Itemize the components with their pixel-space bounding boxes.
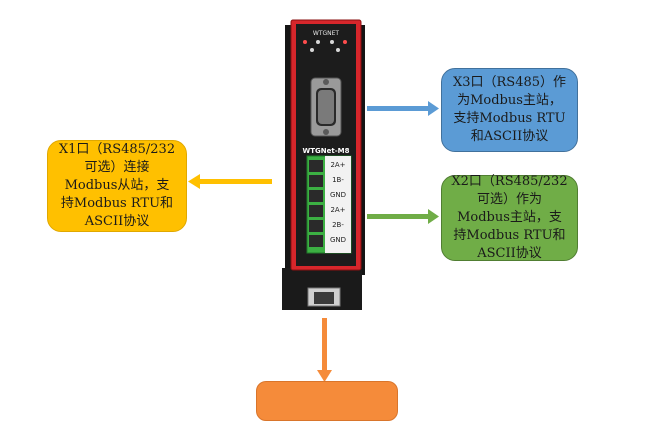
ethernet-port-icon bbox=[307, 287, 341, 307]
callout-x3: X3口（RS485）作 为Modbus主站， 支持Modbus RTU 和ASC… bbox=[441, 68, 578, 152]
arrow-to-x2 bbox=[367, 209, 439, 224]
gateway-device: WTGNET WTGNet-M8 2A+ 1B- GND 2A+ 2B bbox=[282, 19, 365, 310]
terminal-label: 2B- bbox=[332, 221, 344, 229]
terminal-label: GND bbox=[330, 191, 346, 199]
device-model-label: WTGNet-M8 bbox=[303, 147, 350, 155]
terminal-label: GND bbox=[330, 236, 346, 244]
arrow-to-x3 bbox=[367, 101, 439, 116]
arrow-to-bottom bbox=[317, 318, 332, 382]
arrow-to-x1 bbox=[188, 174, 272, 189]
terminal-label: 1B- bbox=[332, 176, 344, 184]
diagram-canvas: WTGNET WTGNet-M8 2A+ 1B- GND 2A+ 2B bbox=[188, 19, 439, 382]
callout-bottom bbox=[256, 381, 398, 421]
device-top-label: WTGNET bbox=[313, 30, 340, 37]
callout-x1: X1口（RS485/232 可选）连接 Modbus从站，支 持Modbus R… bbox=[47, 140, 187, 232]
db9-connector-icon bbox=[310, 77, 342, 137]
status-led-icons bbox=[303, 40, 347, 52]
terminal-label: 2A+ bbox=[330, 161, 345, 169]
terminal-labels: 2A+ 1B- GND 2A+ 2B- GND bbox=[330, 161, 346, 244]
terminal-block bbox=[306, 155, 352, 254]
terminal-label: 2A+ bbox=[330, 206, 345, 214]
callout-x2: X2口（RS485/232 可选）作为 Modbus主站，支 持Modbus R… bbox=[441, 174, 578, 261]
